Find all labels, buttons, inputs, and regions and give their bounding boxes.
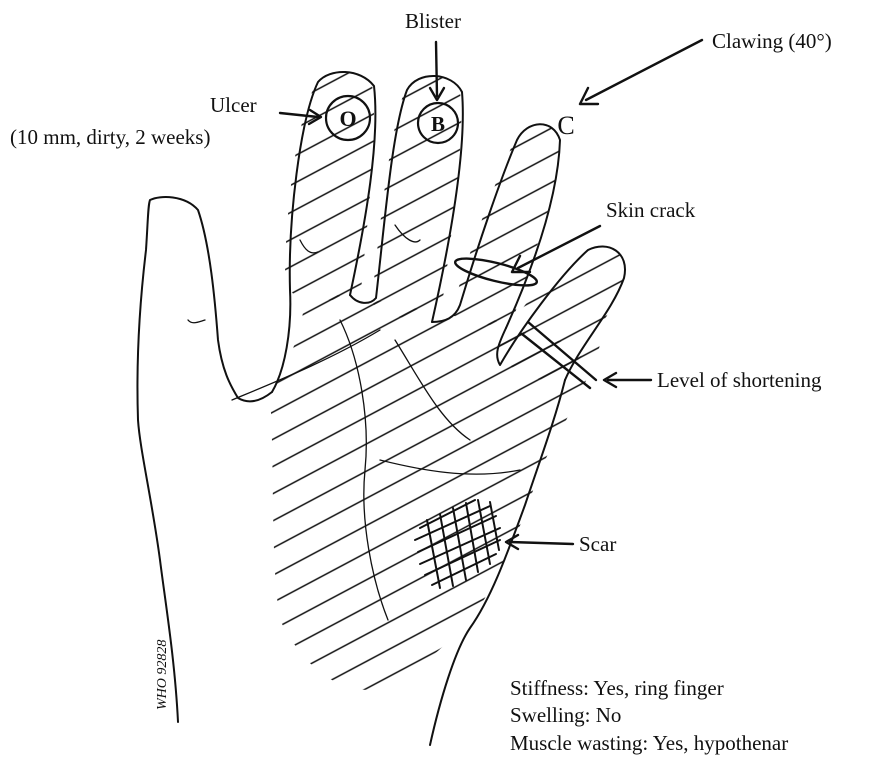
blister-label: Blister (405, 9, 461, 33)
finding-muscle-wasting: Muscle wasting: Yes, hypothenar (510, 731, 788, 755)
finding-swelling: Swelling: No (510, 703, 621, 727)
skin-crack-label: Skin crack (606, 198, 696, 222)
ulcer-label: Ulcer (210, 93, 257, 117)
shortening-label: Level of shortening (657, 368, 822, 392)
figure-code: WHO 92828 (155, 640, 170, 710)
clawing-marker: C (557, 111, 574, 140)
scar-label: Scar (579, 532, 616, 556)
blister-marker-letter: B (431, 112, 445, 136)
finding-stiffness: Stiffness: Yes, ring finger (510, 676, 724, 700)
hatched-area (250, 60, 650, 710)
clawing-label: Clawing (40°) (712, 29, 832, 53)
ulcer-marker-letter: O (339, 106, 356, 131)
ulcer-detail-label: (10 mm, dirty, 2 weeks) (10, 125, 210, 149)
